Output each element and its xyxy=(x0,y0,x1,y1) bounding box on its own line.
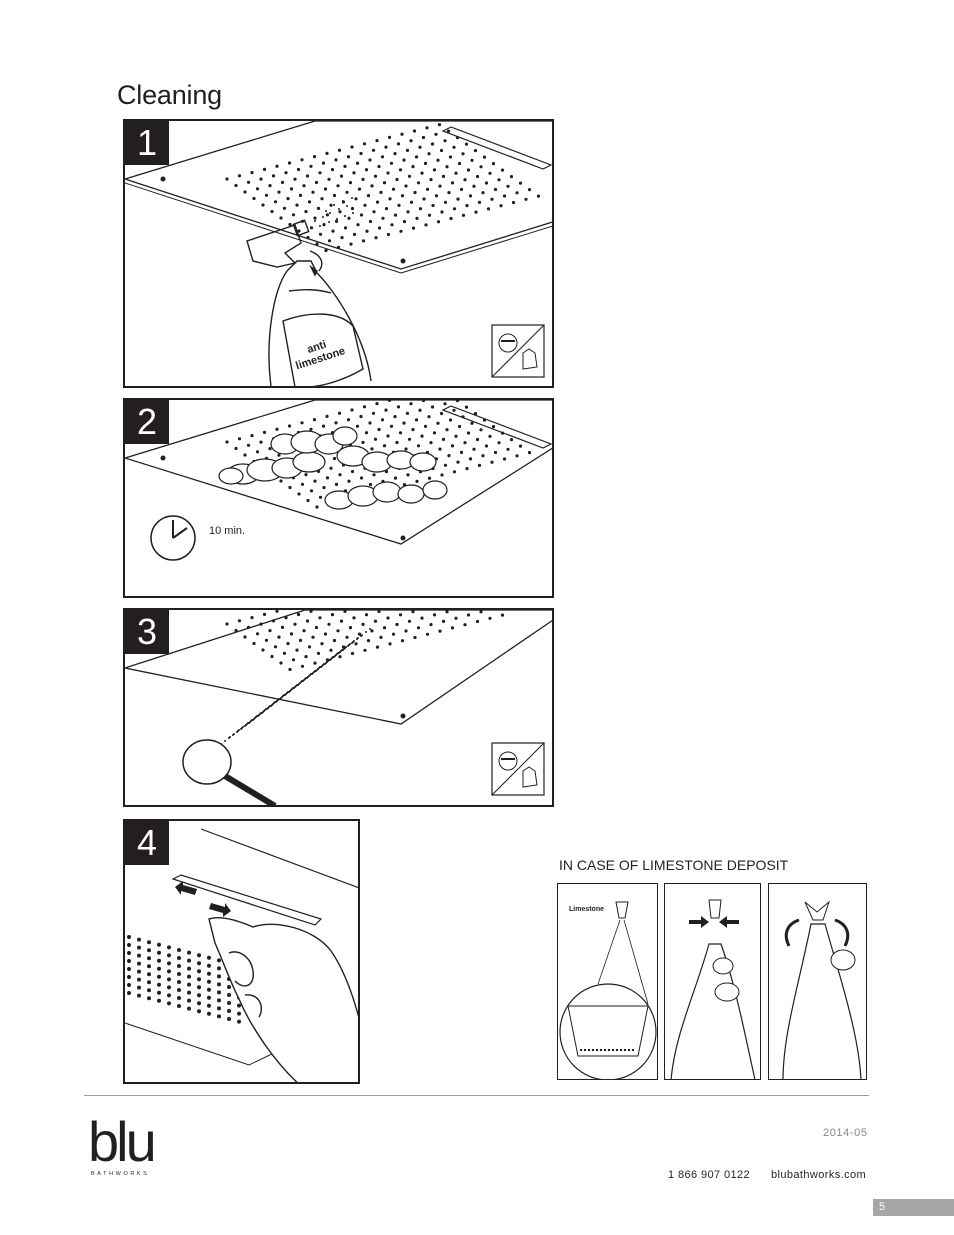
step-1-number: 1 xyxy=(125,121,169,165)
squeeze-nozzle-illustration xyxy=(670,899,756,1079)
website-address: blubathworks.com xyxy=(771,1169,867,1181)
brand-wordmark: blu xyxy=(88,1110,157,1173)
page-number-bar: 5 xyxy=(873,1199,954,1216)
arrow-right-icon xyxy=(209,903,231,917)
limestone-step-2 xyxy=(664,883,761,1080)
limestone-deposit-heading: IN CASE OF LIMESTONE DEPOSIT xyxy=(559,857,789,873)
step-3-illustration xyxy=(125,610,552,805)
rotate-right-arrow-icon xyxy=(834,918,850,947)
step-2-number: 2 xyxy=(125,400,169,444)
step-3-panel: 3 xyxy=(123,608,554,807)
limestone-step-3 xyxy=(768,883,867,1080)
arrow-left-icon xyxy=(175,881,197,895)
hand-icon xyxy=(782,923,862,1079)
step-4-number: 4 xyxy=(125,821,169,865)
wait-duration-label: 10 min. xyxy=(209,525,246,537)
step-2-illustration xyxy=(125,400,552,561)
footer-divider xyxy=(84,1095,869,1096)
step-3-number: 3 xyxy=(125,610,169,654)
clock-icon xyxy=(150,515,196,561)
safety-goggles-gloves-icon xyxy=(491,742,545,796)
brand-logo: blu BATHWORKS xyxy=(88,1110,168,1182)
spray-bottle-icon xyxy=(246,219,372,386)
step-1-panel: 1 anti limestone xyxy=(123,119,554,388)
shower-nozzle-grid xyxy=(225,123,541,253)
shower-nozzle-grid xyxy=(127,935,241,1024)
safety-goggles-gloves-icon xyxy=(491,324,545,378)
page-number: 5 xyxy=(879,1201,886,1213)
document-date: 2014-05 xyxy=(823,1127,868,1139)
brand-subtitle: BATHWORKS xyxy=(91,1171,150,1177)
arrow-right-icon xyxy=(689,916,709,928)
flex-nozzle-illustration xyxy=(782,900,862,1079)
shower-nozzle-grid xyxy=(225,610,505,672)
step-2-panel: 2 10 min. xyxy=(123,398,554,598)
page-title: Cleaning xyxy=(117,80,222,110)
hand-shower-icon xyxy=(182,739,277,805)
limestone-label: Limestone xyxy=(569,906,605,913)
step-1-illustration xyxy=(125,121,552,386)
hand-icon xyxy=(670,943,756,1079)
step-4-panel: 4 xyxy=(123,819,360,1084)
water-spray xyxy=(220,628,371,745)
limestone-step-1: Limestone xyxy=(557,883,658,1080)
nozzle-magnified-illustration xyxy=(559,901,657,1079)
cleaning-foam xyxy=(218,426,448,510)
arrow-left-icon xyxy=(719,916,739,928)
hand-icon xyxy=(208,917,358,1082)
rotate-left-arrow-icon xyxy=(784,918,800,947)
step-4-illustration xyxy=(125,828,358,1082)
spray-mist xyxy=(314,197,354,227)
phone-number: 1 866 907 0122 xyxy=(668,1169,751,1181)
